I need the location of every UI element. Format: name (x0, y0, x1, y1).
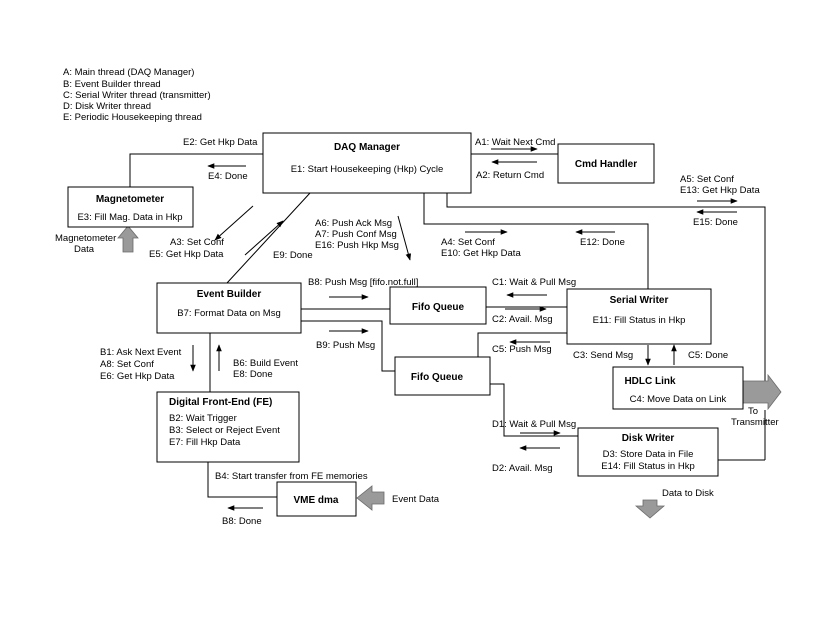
event-builder-box: Event Builder B7: Format Data on Msg (156, 282, 302, 334)
edge-labels: E2: Get Hkp Data E4: Done A1: Wait Next … (55, 137, 779, 527)
daq-manager-title: DAQ Manager (334, 142, 400, 153)
legend-item: E: Periodic Housekeeping thread (63, 112, 202, 123)
fifo-queue-title: Fifo Queue (411, 372, 464, 383)
legend-item: B: Event Builder thread (63, 79, 161, 90)
magnetometer-title: Magnetometer (96, 194, 164, 205)
magnetometer-step: E3: Fill Mag. Data in Hkp (77, 212, 182, 223)
event-builder-title: Event Builder (197, 289, 262, 300)
direction-arrows (190, 146, 738, 511)
edge-label: C3: Send Msg (573, 350, 633, 361)
edge-label: A4: Set Conf (441, 237, 495, 248)
disk-writer-step: E14: Fill Status in Hkp (601, 461, 694, 472)
disk-writer-title: Disk Writer (622, 433, 675, 444)
magnetometer-box: Magnetometer E3: Fill Mag. Data in Hkp (67, 186, 194, 228)
frontend-box: Digital Front-End (FE) B2: Wait Trigger … (156, 391, 300, 463)
legend-item: C: Serial Writer thread (transmitter) (63, 90, 211, 101)
serial-writer-box: Serial Writer E11: Fill Status in Hkp (566, 288, 712, 345)
edge-label: A2: Return Cmd (476, 170, 544, 181)
legend-item: A: Main thread (DAQ Manager) (63, 67, 194, 78)
hdlc-link-box: HDLC Link C4: Move Data on Link (612, 366, 744, 410)
edge-label: Data to Disk (662, 488, 714, 499)
frontend-title: Digital Front-End (FE) (169, 397, 272, 408)
serial-writer-title: Serial Writer (610, 295, 669, 306)
edge-label: E10: Get Hkp Data (441, 248, 521, 259)
vme-dma-title: VME dma (293, 495, 338, 506)
edge-label: E2: Get Hkp Data (183, 137, 258, 148)
legend-item: D: Disk Writer thread (63, 101, 151, 112)
edge-label: D1: Wait & Pull Msg (492, 419, 576, 430)
serial-writer-step: E11: Fill Status in Hkp (593, 315, 686, 326)
connector-lines (129, 153, 766, 498)
hdlc-link-step: C4: Move Data on Link (630, 394, 727, 405)
edge-label: A7: Push Conf Msg (315, 229, 397, 240)
daq-manager-step: E1: Start Housekeeping (Hkp) Cycle (291, 164, 444, 175)
edge-label: B8: Push Msg [fifo.not.full] (308, 277, 418, 288)
edge-label: D2: Avail. Msg (492, 463, 553, 474)
fifo-queue-1-box: Fifo Queue (389, 286, 487, 325)
edge-label: E5: Get Hkp Data (149, 249, 224, 260)
edge-label: A1: Wait Next Cmd (475, 137, 555, 148)
edge-label: Data (74, 244, 95, 255)
edge-label: E9: Done (273, 250, 313, 261)
edge-label: E13: Get Hkp Data (680, 185, 760, 196)
fifo-queue-2-box: Fifo Queue (394, 356, 491, 396)
flow-arrows (117, 225, 782, 519)
fifo-queue-title: Fifo Queue (412, 302, 465, 313)
thread-legend: A: Main thread (DAQ Manager) B: Event Bu… (63, 67, 211, 123)
frontend-step: B3: Select or Reject Event (169, 425, 280, 436)
edge-label: B6: Build Event (233, 358, 298, 369)
edge-label: A3: Set Conf (170, 237, 224, 248)
edge-label: E8: Done (233, 369, 273, 380)
edge-label: B9: Push Msg (316, 340, 375, 351)
edge-label: Transmitter (731, 417, 779, 428)
edge-label: B1: Ask Next Event (100, 347, 182, 358)
edge-label: A5: Set Conf (680, 174, 734, 185)
edge-label: B8: Done (222, 516, 262, 527)
cmd-handler-box: Cmd Handler (557, 143, 655, 184)
edge-label: E4: Done (208, 171, 248, 182)
disk-writer-box: Disk Writer D3: Store Data in File E14: … (577, 427, 719, 477)
edge-label: E12: Done (580, 237, 625, 248)
event-data-arrow (356, 485, 385, 511)
edge-label: E6: Get Hkp Data (100, 371, 175, 382)
frontend-step: B2: Wait Trigger (169, 413, 237, 424)
edge-label: C2: Avail. Msg (492, 314, 553, 325)
edge-label: E15: Done (693, 217, 738, 228)
edge-label: Event Data (392, 494, 440, 505)
daq-manager-box: DAQ Manager E1: Start Housekeeping (Hkp)… (262, 132, 472, 194)
edge-label: To (748, 406, 758, 417)
edge-label: B4: Start transfer from FE memories (215, 471, 368, 482)
edge-label: C5: Push Msg (492, 344, 552, 355)
hdlc-link-title: HDLC Link (624, 376, 676, 387)
edge-label: C1: Wait & Pull Msg (492, 277, 576, 288)
edge-label: A8: Set Conf (100, 359, 154, 370)
edge-label: A6: Push Ack Msg (315, 218, 392, 229)
event-builder-step: B7: Format Data on Msg (177, 308, 280, 319)
frontend-step: E7: Fill Hkp Data (169, 437, 241, 448)
to-transmitter-arrow (742, 373, 782, 411)
edge-label: E16: Push Hkp Msg (315, 240, 399, 251)
magnetometer-data-arrow (117, 225, 139, 253)
edge-label: C5: Done (688, 350, 728, 361)
cmd-handler-title: Cmd Handler (575, 159, 637, 170)
disk-writer-step: D3: Store Data in File (603, 449, 694, 460)
edge-label: Magnetometer (55, 233, 116, 244)
vme-dma-box: VME dma (276, 481, 357, 517)
data-to-disk-arrow (634, 499, 666, 519)
